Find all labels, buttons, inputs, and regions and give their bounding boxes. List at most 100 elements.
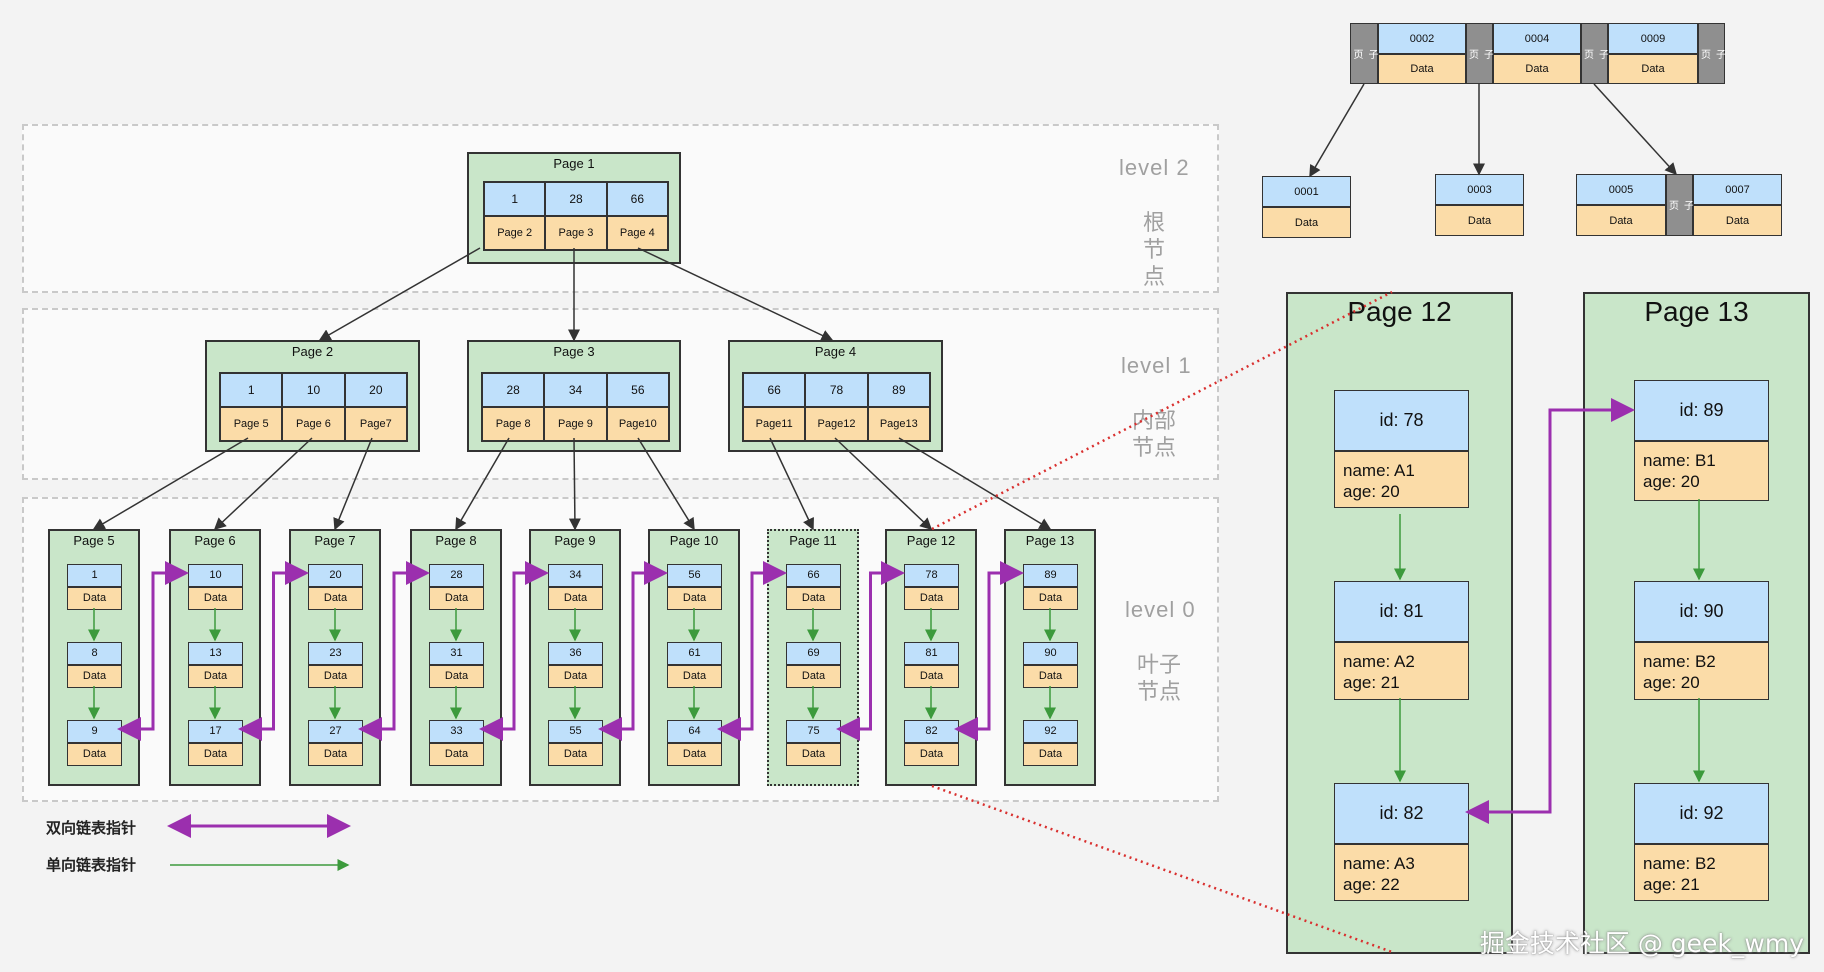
root-key: 66 — [606, 182, 668, 216]
leaf-page-title: Page 12 — [906, 533, 956, 548]
leaf-data: Data — [308, 743, 363, 766]
record-id: id: 82 — [1334, 783, 1469, 844]
internal-key: 34 — [544, 373, 607, 407]
leaf-double-link — [479, 561, 549, 741]
leaf-key: 92 — [1023, 720, 1078, 743]
internal-child-pointer: Page 8 — [482, 407, 545, 441]
leaf-data: Data — [667, 743, 722, 766]
dir-key: 0002 — [1378, 23, 1466, 54]
internal-key-grid: 1 10 20 Page 5 Page 6 Page7 — [219, 372, 408, 442]
dir-child-key: 0005 — [1576, 174, 1666, 205]
dir-key: 0004 — [1493, 23, 1581, 54]
leaf-page-title: Page 8 — [435, 533, 477, 548]
dir-key: 0009 — [1608, 23, 1698, 54]
internal-page-title: Page 2 — [291, 344, 334, 359]
leaf-key: 9 — [67, 720, 122, 743]
dir-arrow — [1593, 83, 1678, 176]
level-2-label: level 2 — [1119, 155, 1190, 180]
dir-child-data: Data — [1576, 205, 1666, 236]
leaf-data: Data — [188, 743, 243, 766]
leaf-data: Data — [1023, 587, 1078, 610]
internal-key: 10 — [282, 373, 345, 407]
root-key-grid: 1 28 66 Page 2 Page 3 Page 4 — [483, 181, 669, 251]
record-id: id: 78 — [1334, 390, 1469, 451]
internal-page-title: Page 4 — [814, 344, 857, 359]
internal-to-leaf-arrow — [834, 437, 933, 531]
dir-child-key: 0001 — [1262, 176, 1351, 207]
sub-page-pointer: 子 页 — [1666, 174, 1693, 236]
internal-page: Page 3 28 34 56 Page 8 Page 9 Page10 — [467, 340, 681, 452]
internal-child-pointer: Page13 — [867, 407, 930, 441]
internal-to-leaf-arrow — [637, 437, 695, 531]
dir-child-data: Data — [1435, 205, 1524, 236]
internal-to-leaf-arrow — [455, 437, 510, 531]
internal-to-leaf-arrow — [568, 437, 581, 531]
internal-key-grid: 28 34 56 Page 8 Page 9 Page10 — [481, 372, 670, 442]
internal-key: 66 — [743, 373, 806, 407]
leaf-data: Data — [429, 743, 484, 766]
leaf-double-link — [117, 561, 189, 741]
dir-child-data: Data — [1693, 205, 1782, 236]
internal-child-pointer: Page10 — [606, 407, 669, 441]
sub-page-pointer: 子 页 — [1698, 23, 1725, 84]
record-info: name: B1 age: 20 — [1634, 441, 1769, 501]
leaf-data: Data — [67, 743, 122, 766]
root-to-page2-arrow — [318, 247, 481, 341]
record-id: id: 90 — [1634, 581, 1769, 642]
root-child-pointer: Page 3 — [545, 216, 607, 250]
leaf-double-link — [598, 561, 668, 741]
record-info: name: A1 age: 20 — [1334, 451, 1469, 508]
internal-to-leaf-arrow — [898, 437, 1052, 530]
level-1-desc: 内部 节点 — [1131, 409, 1176, 461]
internal-key: 1 — [220, 373, 283, 407]
leaf-double-link — [836, 561, 905, 741]
internal-to-leaf-arrow — [333, 437, 373, 531]
leaf-page-title: Page 11 — [789, 533, 837, 548]
leaf-double-link — [238, 561, 309, 741]
internal-key: 89 — [867, 373, 930, 407]
level-1-label: level 1 — [1121, 353, 1192, 378]
zoom-line-bottom — [931, 784, 1393, 954]
internal-page-title: Page 3 — [553, 344, 595, 359]
dir-data: Data — [1493, 54, 1581, 84]
detail-page-12: Page 12 id: 78 name: A1 age: 20 id: 81 n… — [1286, 292, 1513, 954]
leaf-data: Data — [308, 587, 363, 610]
root-page: Page 1 1 28 66 Page 2 Page 3 Page 4 — [467, 152, 681, 264]
dir-arrow — [1309, 83, 1365, 178]
dir-child-data: Data — [1262, 207, 1351, 238]
record-info: name: B2 age: 20 — [1634, 642, 1769, 700]
root-to-page4-arrow — [637, 247, 834, 341]
leaf-data: Data — [786, 743, 841, 766]
internal-child-pointer: Page 6 — [282, 407, 345, 441]
sub-page-pointer: 子 页 — [1466, 23, 1493, 84]
detail-page-title: Page 12 — [1347, 296, 1452, 327]
leaf-data: Data — [548, 743, 603, 766]
internal-page: Page 4 66 78 89 Page11 Page12 Page13 — [728, 340, 943, 452]
level-0-desc: 叶子 节点 — [1136, 653, 1181, 705]
leaf-page-title: Page 5 — [73, 533, 115, 548]
sub-page-pointer: 子 页 — [1350, 23, 1378, 84]
leaf-page-title: Page 6 — [194, 533, 236, 548]
internal-to-leaf-arrow — [92, 437, 249, 530]
internal-child-pointer: Page12 — [805, 407, 868, 441]
sub-page-pointer: 子 页 — [1581, 23, 1608, 84]
leaf-data: Data — [67, 587, 122, 610]
internal-child-pointer: Page 9 — [544, 407, 607, 441]
internal-key: 56 — [606, 373, 669, 407]
leaf-data: Data — [429, 587, 484, 610]
leaf-key: 89 — [1023, 564, 1078, 587]
leaf-page-title: Page 7 — [314, 533, 356, 548]
page12-page13-double-link — [1465, 398, 1635, 824]
internal-key: 20 — [344, 373, 407, 407]
record-info: name: A2 age: 21 — [1334, 642, 1469, 700]
internal-key-grid: 66 78 89 Page11 Page12 Page13 — [742, 372, 931, 442]
level-2-desc: 根 节点 — [1142, 211, 1165, 290]
legend-double-label: 双向链表指针 — [46, 819, 137, 837]
root-page-title: Page 1 — [553, 156, 595, 171]
record-info: name: B2 age: 21 — [1634, 844, 1769, 901]
internal-page: Page 2 1 10 20 Page 5 Page 6 Page7 — [205, 340, 420, 452]
record-id: id: 81 — [1334, 581, 1469, 642]
zoom-line-top — [931, 290, 1393, 531]
leaf-double-link — [717, 561, 787, 741]
record-id: id: 92 — [1634, 783, 1769, 844]
